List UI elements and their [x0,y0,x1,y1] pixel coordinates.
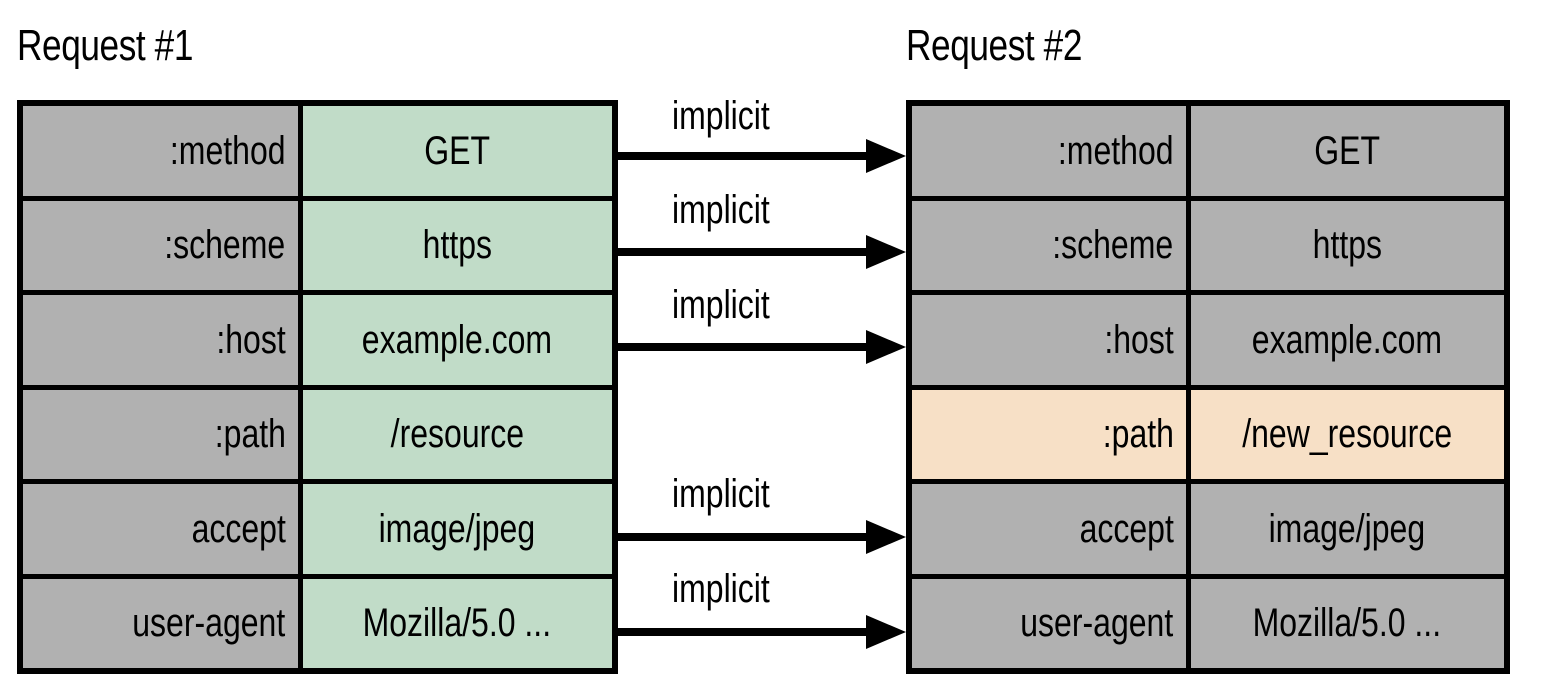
implicit-arrow-label: implicit [672,283,770,327]
header-value-cell: /resource [302,389,612,479]
header-value-cell: image/jpeg [302,484,612,574]
table-row: accept image/jpeg [912,484,1504,579]
header-value-cell: GET [1190,106,1504,196]
implicit-arrow-label: implicit [672,94,770,138]
header-value-cell: https [302,200,612,290]
table-row-changed: :path /new_resource [912,389,1504,484]
header-name-cell: :method [912,106,1191,196]
header-name-cell: :scheme [23,200,303,290]
header-value-cell: https [1190,200,1504,290]
request1-header-table: :method GET :scheme https :host example.… [17,100,618,674]
arrow-line [617,152,870,160]
request2-header-table: :method GET :scheme https :host example.… [906,100,1510,674]
arrow-line [617,533,870,541]
table-row: :scheme https [912,200,1504,295]
header-name-cell: :host [912,295,1191,385]
implicit-arrow-label: implicit [672,567,770,611]
arrow-head-icon [866,520,906,554]
table-row: :method GET [23,106,612,201]
arrow-line [617,248,870,256]
arrow-head-icon [866,330,906,364]
header-value-cell: GET [302,106,612,196]
table-row: :method GET [912,106,1504,201]
arrow-head-icon [866,139,906,173]
header-value-cell: image/jpeg [1190,484,1504,574]
table-row: :host example.com [912,295,1504,390]
header-name-cell: :host [23,295,303,385]
table-row: :host example.com [23,295,612,390]
table-row: user-agent Mozilla/5.0 ... [912,578,1504,668]
header-name-cell: :scheme [912,200,1191,290]
header-name-cell-changed: :path [912,389,1191,479]
arrow-line [617,343,870,351]
header-value-cell-changed: /new_resource [1190,389,1504,479]
header-name-cell: :path [23,389,303,479]
header-name-cell: accept [23,484,303,574]
implicit-arrow-label: implicit [672,472,770,516]
header-name-cell: user-agent [23,578,303,668]
table-row: :scheme https [23,200,612,295]
header-name-cell: user-agent [912,578,1191,668]
table-row: accept image/jpeg [23,484,612,579]
header-name-cell: accept [912,484,1191,574]
header-value-cell: example.com [302,295,612,385]
arrow-head-icon [866,615,906,649]
table-row: user-agent Mozilla/5.0 ... [23,578,612,668]
table-row: :path /resource [23,389,612,484]
implicit-arrow-label: implicit [672,188,770,232]
header-value-cell: Mozilla/5.0 ... [1190,578,1504,668]
request2-title: Request #2 [906,21,1083,70]
arrow-line [617,628,870,636]
arrow-head-icon [866,235,906,269]
header-value-cell: example.com [1190,295,1504,385]
header-value-cell: Mozilla/5.0 ... [302,578,612,668]
header-name-cell: :method [23,106,303,196]
request1-title: Request #1 [17,21,194,70]
